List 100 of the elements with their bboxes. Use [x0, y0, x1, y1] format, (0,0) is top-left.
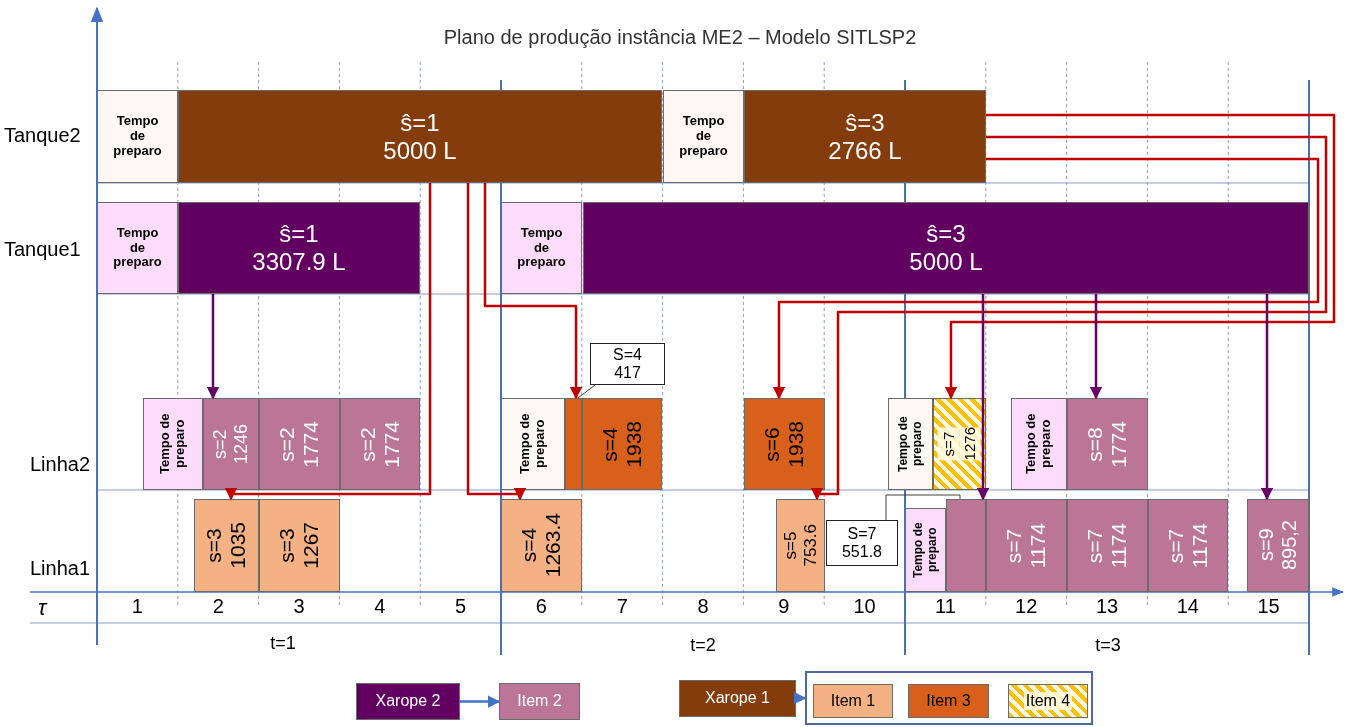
arrow	[1260, 294, 1274, 501]
axis-symbol: τ	[37, 595, 47, 621]
legend-group-box	[805, 671, 1093, 725]
production-batch-box	[933, 398, 986, 490]
batch-label: s=6	[760, 425, 785, 464]
quantity-label: 1774	[380, 420, 404, 468]
callout-label: S=4	[613, 345, 642, 364]
arrow	[224, 183, 432, 501]
arrow	[483, 183, 583, 400]
callout-label: S=7	[847, 524, 877, 543]
quantity-label: 1174	[1107, 522, 1132, 569]
quantity-label: 1174	[1188, 522, 1212, 569]
batch-label: ŝ=3	[845, 108, 885, 137]
time-slot-number: 1	[131, 595, 143, 618]
setup-time-label: Tempo de preparo	[896, 415, 925, 474]
batch-label: s=3	[202, 527, 227, 565]
legend-box	[679, 680, 796, 717]
quantity-label: 5000 L	[383, 136, 457, 165]
leader-line	[885, 494, 961, 521]
time-slot-number: 5	[455, 595, 467, 618]
box-label: Xarope 2	[375, 692, 441, 711]
batch-label: s=2	[355, 425, 380, 464]
production-batch-box	[744, 398, 825, 490]
quantity-label: 3307.9 L	[252, 248, 346, 276]
setup-time-box	[1011, 398, 1067, 490]
box-label: Item 2	[517, 692, 562, 711]
legend-box	[908, 684, 989, 718]
arrow	[772, 157, 1320, 400]
batch-label: ŝ=1	[279, 220, 319, 248]
box-label: Item 4	[1023, 691, 1073, 711]
quantity-label: 1263.4	[541, 513, 566, 578]
batch-label: s=7	[938, 427, 960, 461]
row-label: Linha1	[30, 557, 91, 580]
tank-batch-bar	[178, 202, 420, 294]
callout-box	[590, 343, 665, 385]
batch-label: s=2	[210, 428, 231, 461]
batch-label: ŝ=1	[400, 108, 440, 137]
setup-time-box	[905, 508, 946, 592]
setup-time-label: Tempo de preparo	[112, 225, 163, 271]
setup-time-box	[97, 202, 178, 294]
time-slot-number: 11	[935, 595, 956, 618]
row-label: Tanque2	[4, 124, 81, 147]
time-slot-number: 8	[697, 595, 709, 618]
setup-time-label: Tempo de preparo	[1024, 412, 1054, 477]
batch-label: ŝ=3	[926, 220, 966, 248]
setup-time-box	[501, 202, 582, 294]
callout-box	[826, 520, 898, 566]
quantity-label: 1774	[1107, 420, 1132, 468]
quantity-label: 1938	[784, 420, 809, 468]
production-batch-box	[194, 499, 259, 592]
arrow	[1089, 294, 1103, 400]
callout-value: 551.8	[841, 543, 882, 562]
production-batch-box	[1067, 499, 1148, 592]
quantity-label: 1267	[299, 522, 324, 569]
quantity-label: 1174	[1026, 522, 1051, 569]
batch-label: s=8	[1083, 425, 1108, 464]
leader-line	[577, 384, 596, 399]
quantity-label: 1276	[959, 427, 981, 461]
quantity-label: 1938	[622, 420, 646, 468]
production-batch-box	[582, 398, 662, 490]
quantity-label: 1774	[299, 420, 324, 468]
legend-box	[499, 683, 580, 720]
setup-time-label: Tempo de preparo	[911, 521, 940, 580]
box-label: Item 1	[830, 691, 876, 711]
production-batch-box	[776, 499, 825, 592]
production-batch-box	[259, 499, 340, 592]
legend-box	[356, 683, 460, 720]
arrow	[460, 695, 501, 708]
production-batch-box	[340, 398, 420, 490]
production-batch-box	[1067, 398, 1148, 490]
production-batch-box	[565, 398, 582, 490]
time-slot-number: 4	[374, 595, 386, 618]
setup-time-box	[501, 398, 565, 490]
setup-time-label: Tempo de preparo	[158, 412, 188, 477]
quantity-label: 5000 L	[909, 248, 983, 276]
batch-label: s=7	[1083, 527, 1108, 565]
time-slot-number: 10	[853, 595, 876, 618]
period-label: t=1	[270, 633, 296, 654]
arrow	[466, 183, 527, 501]
quantity-label: 2766 L	[828, 136, 902, 165]
quantity-label: 1246	[231, 423, 252, 464]
time-slot-number: 12	[1015, 595, 1038, 618]
time-slot-number: 15	[1257, 595, 1280, 618]
quantity-label: 1035	[226, 522, 251, 569]
time-slot-number: 13	[1095, 595, 1119, 618]
chart-title: Plano de produção instância ME2 – Modelo SITLSP2	[443, 26, 917, 49]
setup-time-label: Tempo de preparo	[112, 114, 163, 159]
setup-time-label: Tempo de preparo	[678, 114, 729, 159]
tank-batch-bar	[178, 90, 662, 183]
tank-batch-bar	[744, 90, 986, 183]
setup-time-label: Tempo de preparo	[516, 225, 567, 271]
quantity-label: 753.6	[800, 524, 821, 567]
batch-label: s=5	[780, 530, 801, 562]
time-slot-number: 9	[778, 595, 790, 618]
time-slot-number: 6	[535, 595, 547, 618]
production-batch-box	[986, 499, 1067, 592]
production-batch-box	[203, 398, 259, 490]
row-label: Tanque1	[4, 238, 81, 261]
tank-batch-bar	[583, 202, 1309, 294]
callout-value: 417	[614, 364, 641, 383]
